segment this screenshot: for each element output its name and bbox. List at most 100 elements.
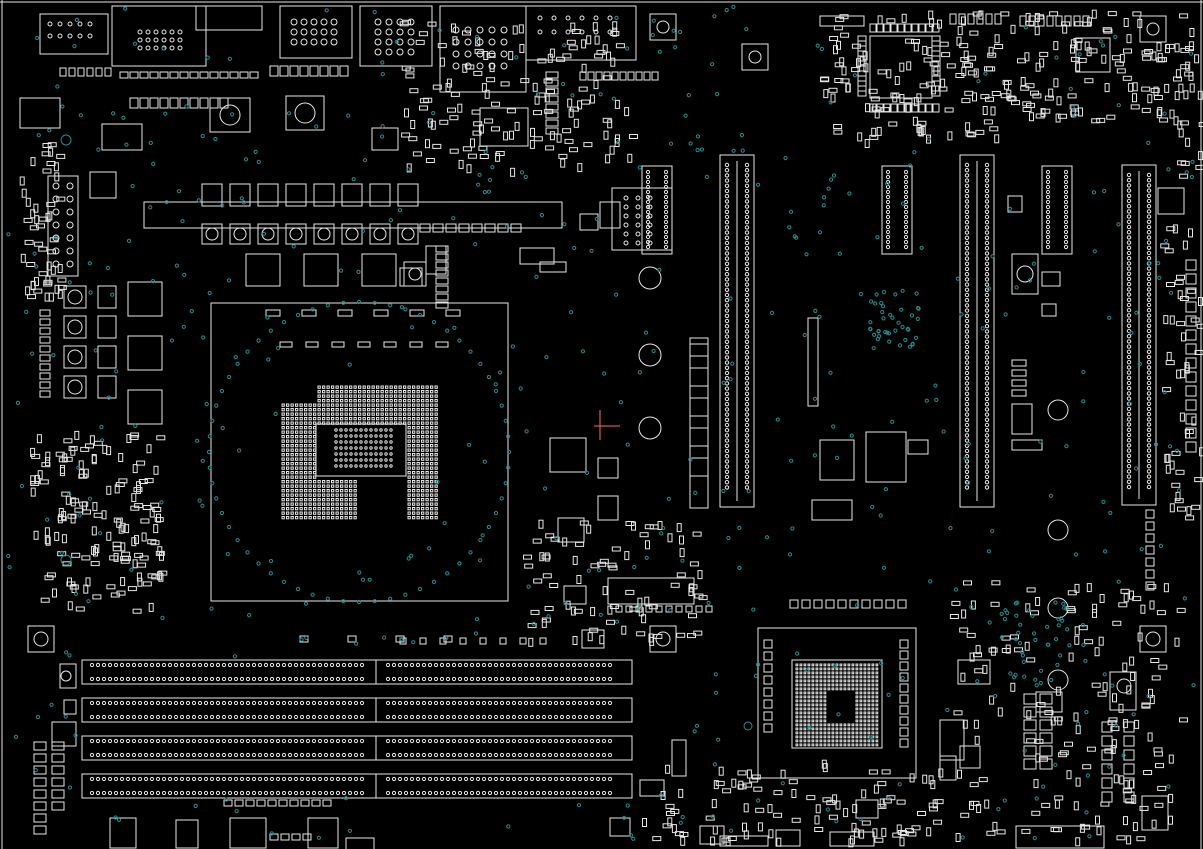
mount-pad-tl xyxy=(19,97,61,129)
mount-hole-2 xyxy=(638,266,662,290)
usb-header-3 xyxy=(307,817,339,849)
bottom-right-passives xyxy=(1101,721,1113,803)
cpu-socket xyxy=(210,302,509,602)
pcie-x1-slot-1 xyxy=(881,165,913,255)
mount-hole-pad-1 xyxy=(649,13,677,41)
bottom-left-passives xyxy=(33,741,47,835)
dimm-slot-1-pins-right xyxy=(385,662,613,682)
dimm-top-pads xyxy=(299,635,453,643)
dimm-latch-1 xyxy=(59,663,77,689)
io-connector-7 xyxy=(525,5,637,61)
pch-fet xyxy=(597,457,619,479)
passive-cluster-center xyxy=(523,519,708,647)
vrm-cap-1 xyxy=(201,223,223,245)
misc-component-5 xyxy=(819,439,855,481)
misc-component-7 xyxy=(907,439,929,455)
vrm-left-fet-4 xyxy=(97,375,117,399)
io-controller-chip xyxy=(479,107,529,147)
vrm-phase-row xyxy=(419,223,522,233)
pcie-switch-ring xyxy=(1016,265,1034,283)
io-connector-5-pins xyxy=(374,18,415,56)
pch-connector xyxy=(607,577,695,605)
vrm-choke-1 xyxy=(201,183,223,207)
mount-hole-4 xyxy=(638,416,662,440)
misc-component-8 xyxy=(811,499,853,521)
vrm-cap-8 xyxy=(397,223,419,245)
marker-layer xyxy=(594,410,620,440)
misc-component-12 xyxy=(1011,439,1043,451)
vrm-left-cap-3 xyxy=(63,345,87,369)
misc-component-6 xyxy=(865,431,907,483)
passive-cluster-left xyxy=(30,430,168,614)
passive-cluster-bottom-right xyxy=(949,580,1188,847)
bottom-right-header xyxy=(1141,795,1169,831)
vrm-phase-column xyxy=(435,245,449,309)
lan-chip xyxy=(957,659,991,685)
clock-chip-ring xyxy=(748,50,762,64)
vrm-cap-ring-5 xyxy=(317,227,331,241)
misc-component-14 xyxy=(959,745,981,769)
vrm-left-passives xyxy=(39,309,51,398)
vrm-inductor-4 xyxy=(403,261,427,287)
mount-hole-bc xyxy=(655,631,671,647)
misc-component-23 xyxy=(639,779,665,797)
pch-chip-2 xyxy=(557,517,585,543)
front-audio-header xyxy=(109,817,137,849)
vrm-cap-2 xyxy=(229,223,251,245)
misc-component-15 xyxy=(939,755,957,781)
pcie-slot-1-pins xyxy=(724,162,750,490)
southbridge-package xyxy=(757,627,917,779)
passive-cluster-top-right xyxy=(820,10,1004,148)
pcie-x1-slot-2-pins xyxy=(1045,169,1069,250)
usb-passives-2 xyxy=(1039,693,1053,770)
cpu-socket-pad-row xyxy=(279,341,449,348)
vrm-inductor-1 xyxy=(245,253,281,287)
dimm-slot-2 xyxy=(81,697,633,723)
io-chip-b xyxy=(285,95,325,131)
vrm-inductor-4-ring xyxy=(408,267,422,281)
sata-header xyxy=(345,837,375,849)
vrm-left-cap-ring-4 xyxy=(67,379,83,395)
southbridge-die xyxy=(791,659,883,749)
bottom-passives-row xyxy=(269,833,312,841)
cpu-cavity-pads xyxy=(334,428,393,468)
misc-component-22 xyxy=(609,817,631,837)
io-connector-4 xyxy=(279,5,353,59)
mount-hole-3 xyxy=(638,343,662,367)
bottom-passives-row-2 xyxy=(223,799,332,807)
mount-pad-tr xyxy=(1139,15,1167,43)
misc-component-2 xyxy=(579,213,599,231)
usb-header-1 xyxy=(175,819,199,849)
vrm-inductor-3 xyxy=(361,253,397,287)
usb-fet xyxy=(1035,691,1063,713)
vrm-choke-8 xyxy=(397,183,419,207)
usb-passives-1 xyxy=(1023,693,1037,770)
via-large-3 xyxy=(743,721,753,731)
pcie-x1-slot-1-pins xyxy=(885,169,909,250)
southbridge-bga-balls xyxy=(795,663,879,747)
chipset-cap xyxy=(599,201,621,229)
dimm-slot-2-pins-right xyxy=(385,700,613,720)
usb-header-2 xyxy=(229,817,267,849)
eps-power-connector xyxy=(47,175,79,277)
super-io-chip xyxy=(869,35,933,99)
mount-pad-bl xyxy=(27,625,55,653)
cpu-lga-pin-field xyxy=(281,385,438,520)
vrm-left-choke-2 xyxy=(127,335,163,371)
misc-component-9 xyxy=(1007,195,1023,213)
dimm-slot-2-pins-left xyxy=(89,700,365,720)
misc-component-16 xyxy=(855,799,879,819)
vrm-left-cap-ring-3 xyxy=(67,349,83,365)
pch-chip xyxy=(549,437,587,473)
vrm-cap-ring-1 xyxy=(205,227,219,241)
via-large-1 xyxy=(60,134,72,146)
vrm-left-fet-1 xyxy=(97,285,117,309)
mount-hole-6 xyxy=(1047,519,1069,541)
io-connector-4-pins xyxy=(290,18,338,46)
mount-hole-1 xyxy=(656,20,670,34)
pcie-slot-2-pins xyxy=(964,162,990,490)
io-connector-2-pins xyxy=(137,29,183,51)
vrm-left-cap-ring-1 xyxy=(67,289,83,305)
